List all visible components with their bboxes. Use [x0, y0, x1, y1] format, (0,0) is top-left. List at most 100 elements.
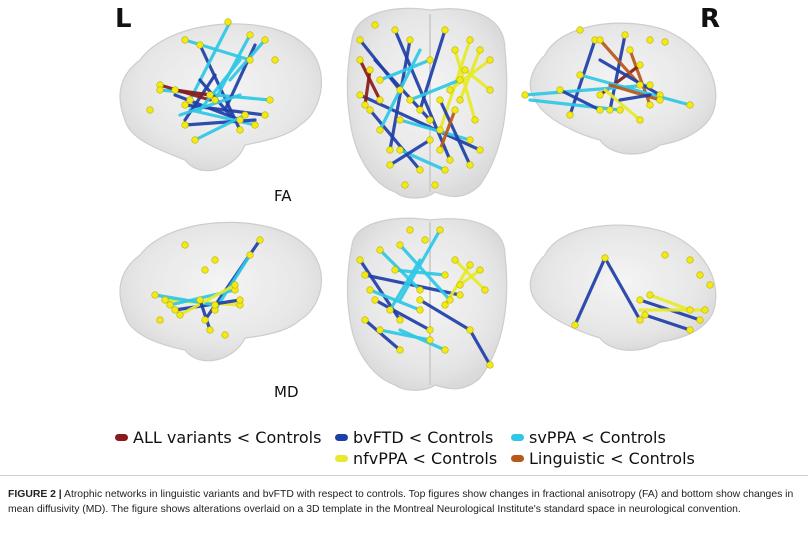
network-node — [396, 86, 404, 94]
network-node — [391, 266, 399, 274]
network-node — [706, 281, 714, 289]
connection-edge — [388, 38, 412, 152]
network-node — [686, 306, 694, 314]
network-node — [181, 101, 189, 109]
network-node — [376, 246, 384, 254]
network-node — [646, 81, 654, 89]
network-node — [196, 296, 204, 304]
network-node — [606, 106, 614, 114]
legend-label: nfvPPA < Controls — [353, 449, 498, 468]
network-node — [236, 116, 244, 124]
network-node — [476, 46, 484, 54]
legend-label: Linguistic < Controls — [529, 449, 695, 468]
connection-edge — [363, 318, 402, 352]
connection-edge — [388, 138, 432, 167]
legend-label: ALL variants < Controls — [133, 428, 322, 447]
network-node — [636, 81, 644, 89]
right-hemisphere-label: R — [700, 4, 721, 34]
legend-swatch — [335, 434, 348, 441]
network-node — [366, 106, 374, 114]
connection-edge — [618, 93, 652, 102]
network-node — [566, 111, 574, 119]
network-node — [406, 96, 414, 104]
network-node — [456, 96, 464, 104]
network-node — [356, 56, 364, 64]
legend-item-svppa: svPPA < Controls — [511, 428, 666, 447]
network-node — [626, 46, 634, 54]
network-node — [646, 291, 654, 299]
connection-edge — [573, 256, 607, 327]
network-node — [441, 301, 449, 309]
network-node — [181, 36, 189, 44]
network-node — [361, 316, 369, 324]
network-node — [436, 226, 444, 234]
network-node — [236, 126, 244, 134]
network-node — [576, 26, 584, 34]
network-node — [426, 326, 434, 334]
connection-edge — [598, 38, 642, 87]
left-hemisphere-label: L — [115, 4, 132, 34]
network-node — [224, 18, 232, 26]
network-node — [246, 31, 254, 39]
network-node — [636, 61, 644, 69]
network-node — [211, 96, 219, 104]
network-node — [221, 331, 229, 339]
network-node — [206, 326, 214, 334]
network-node — [181, 121, 189, 129]
legend-item-all-variants: ALL variants < Controls — [115, 428, 321, 447]
network-node — [246, 56, 254, 64]
network-node — [441, 166, 449, 174]
legend-swatch — [115, 434, 128, 441]
network-node — [376, 76, 384, 84]
connection-edge — [178, 283, 237, 317]
network-node — [661, 38, 669, 46]
network-node — [576, 71, 584, 79]
connection-edge — [418, 298, 472, 332]
connection-edge — [578, 73, 692, 107]
network-node — [396, 316, 404, 324]
network-node — [356, 91, 364, 99]
network-node — [446, 86, 454, 94]
network-node — [456, 291, 464, 299]
network-node — [436, 126, 444, 134]
network-node — [466, 261, 474, 269]
network-node — [271, 56, 279, 64]
legend-item-bvftd: bvFTD < Controls — [335, 428, 493, 447]
network-node — [696, 316, 704, 324]
network-node — [201, 316, 209, 324]
network-node — [371, 296, 379, 304]
connection-edge — [528, 98, 622, 112]
network-node — [661, 251, 669, 259]
network-node — [211, 256, 219, 264]
network-node — [646, 101, 654, 109]
connection-edge — [438, 98, 472, 167]
network-node — [426, 116, 434, 124]
figure-label: FIGURE 2 | — [8, 489, 62, 500]
network-node — [146, 106, 154, 114]
network-node — [451, 256, 459, 264]
fa-row-label: FA — [274, 187, 292, 205]
network-node — [441, 346, 449, 354]
network-node — [206, 91, 214, 99]
network-node — [701, 306, 709, 314]
network-node — [386, 146, 394, 154]
network-node — [481, 286, 489, 294]
network-node — [356, 256, 364, 264]
md-row-label: MD — [274, 383, 299, 401]
network-node — [396, 346, 404, 354]
brain-left-lateral-fa — [119, 23, 323, 172]
connection-edge — [453, 258, 487, 292]
connection-edge — [198, 58, 242, 112]
network-node — [451, 46, 459, 54]
connection-edge — [373, 298, 432, 332]
network-node — [416, 166, 424, 174]
network-node — [616, 106, 624, 114]
legend-item-linguistic: Linguistic < Controls — [511, 449, 695, 468]
legend-swatch — [511, 434, 524, 441]
network-node — [416, 296, 424, 304]
connection-edge — [463, 68, 492, 92]
legend-swatch — [335, 455, 348, 462]
network-node — [456, 76, 464, 84]
connection-edge — [418, 28, 447, 112]
network-node — [456, 281, 464, 289]
